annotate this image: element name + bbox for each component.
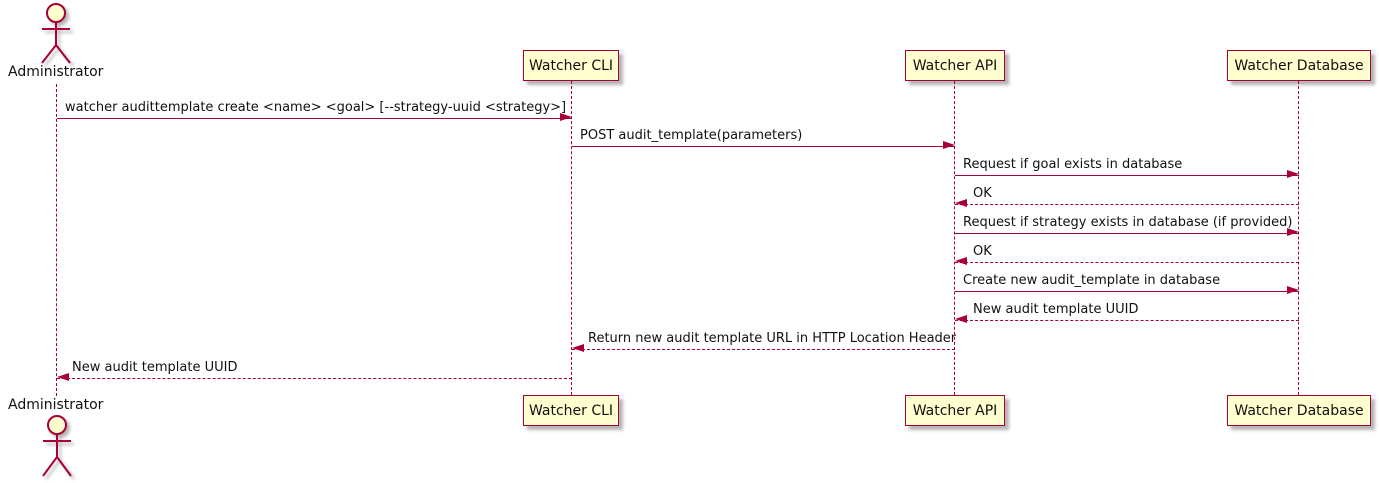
message-line [955, 320, 1299, 321]
participant-watcher-api-bottom: Watcher API [905, 395, 1005, 426]
arrowhead-right-icon [1287, 228, 1299, 236]
message-line [572, 349, 955, 350]
message-label: Request if goal exists in database [963, 157, 1183, 172]
message-label: OK [973, 186, 992, 201]
lifeline-watcher-cli [571, 81, 572, 395]
arrowhead-right-icon [1287, 286, 1299, 294]
message-label: Request if strategy exists in database (… [963, 215, 1293, 230]
arrowhead-right-icon [560, 113, 572, 121]
message-line [955, 233, 1299, 234]
message-line [955, 204, 1299, 205]
message-label: OK [973, 244, 992, 259]
arrowhead-left-icon [955, 257, 967, 265]
arrowhead-right-icon [1287, 170, 1299, 178]
arrowhead-left-icon [572, 344, 584, 352]
message-line [57, 378, 572, 379]
message-label: watcher audittemplate create <name> <goa… [65, 100, 567, 115]
arrowhead-left-icon [955, 199, 967, 207]
participant-watcher-api-top: Watcher API [905, 50, 1005, 81]
actor-label-administrator-bottom: Administrator [8, 397, 104, 413]
lifeline-watcher-database [1298, 81, 1299, 395]
message-label: New audit template UUID [72, 360, 238, 375]
message-label: New audit template UUID [973, 302, 1139, 317]
participant-watcher-cli-top: Watcher CLI [523, 50, 619, 81]
message-line [955, 291, 1299, 292]
message-label: Create new audit_template in database [963, 273, 1221, 288]
participant-watcher-database-top: Watcher Database [1227, 50, 1371, 81]
participant-watcher-cli-bottom: Watcher CLI [523, 395, 619, 426]
arrowhead-right-icon [943, 141, 955, 149]
message-line [955, 175, 1299, 176]
lifeline-administrator [56, 84, 57, 396]
message-line [57, 118, 572, 119]
message-label: POST audit_template(parameters) [580, 128, 803, 143]
message-line [955, 262, 1299, 263]
message-label: Return new audit template URL in HTTP Lo… [588, 331, 957, 346]
lifeline-watcher-api [954, 81, 955, 395]
participant-watcher-database-bottom: Watcher Database [1227, 395, 1371, 426]
arrowhead-left-icon [57, 373, 69, 381]
actor-label-administrator-top: Administrator [8, 64, 104, 80]
actor-icon [41, 3, 71, 64]
message-line [572, 146, 955, 147]
arrowhead-left-icon [955, 315, 967, 323]
actor-icon [42, 415, 72, 477]
